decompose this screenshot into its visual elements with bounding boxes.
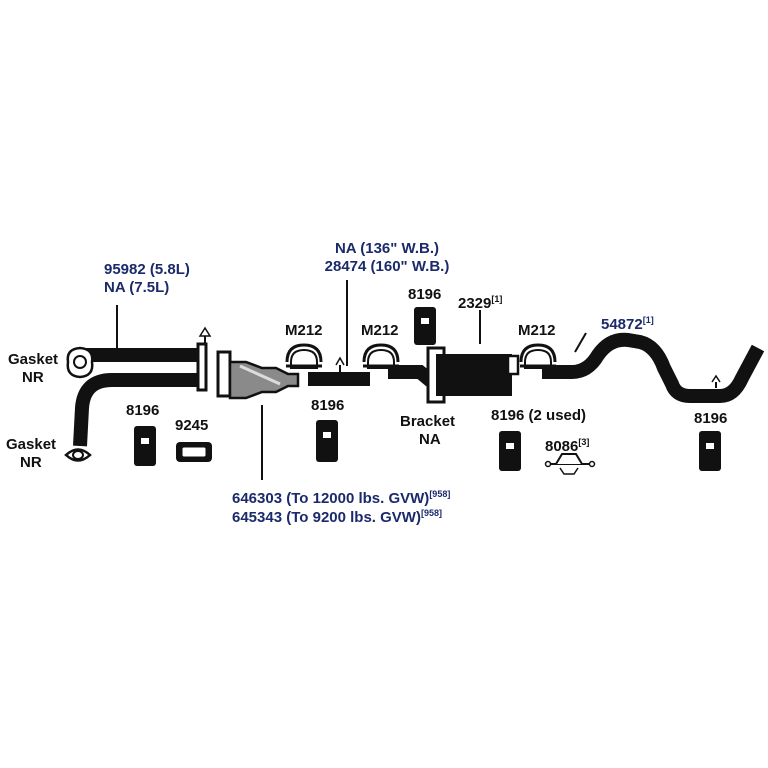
- label-54872: 54872[1]: [601, 312, 654, 333]
- label-54872-note: [1]: [642, 315, 654, 325]
- label-8196-right: 8196: [694, 410, 728, 427]
- hanger-8196-left: [134, 426, 156, 466]
- label-m212-middle: M212: [361, 322, 399, 339]
- label-646303-note: [958]: [429, 489, 451, 499]
- label-8086: 8086[3]: [545, 434, 589, 455]
- label-8086-text: 8086: [545, 438, 579, 455]
- label-8086-note: [3]: [578, 437, 590, 447]
- intermediate-pipe-28474: [308, 356, 370, 386]
- clamp-m212-right: [519, 343, 557, 369]
- label-2329-text: 2329: [458, 295, 492, 312]
- label-gasket-top: Gasket: [8, 351, 59, 368]
- label-645343: 645343 (To 9200 lbs. GVW)[958]: [232, 505, 442, 526]
- label-m212-right: M212: [518, 322, 556, 339]
- label-gasket-bottom: Gasket: [6, 436, 57, 453]
- label-nr-bottom: NR: [20, 454, 42, 471]
- label-645343-text: 645343 (To 9200 lbs. GVW): [232, 509, 421, 526]
- clamp-m212-left: [285, 343, 323, 369]
- muffler-2329: [388, 346, 520, 404]
- label-nr-top: NR: [22, 369, 44, 386]
- label-m212-left: M212: [285, 322, 323, 339]
- label-8196-mid: 8196: [311, 397, 345, 414]
- label-28474: 28474 (160" W.B.): [324, 258, 450, 275]
- label-95982: 95982 (5.8L): [104, 261, 190, 278]
- hanger-8196-right: [699, 431, 721, 471]
- gasket-bottom-shape: [64, 448, 92, 462]
- label-8196-top: 8196: [408, 286, 442, 303]
- leader-lines: [116, 280, 587, 480]
- label-na-136-wb: NA (136" W.B.): [334, 240, 440, 257]
- hanger-8196-2used: [499, 431, 521, 471]
- catalytic-converter-646303: [216, 350, 300, 400]
- label-8196-left: 8196: [126, 402, 160, 419]
- label-bracket: Bracket: [400, 413, 456, 430]
- label-bracket-na: NA: [419, 431, 441, 448]
- label-2329-note: [1]: [491, 294, 503, 304]
- hanger-9245: [176, 442, 212, 462]
- label-2329: 2329[1]: [458, 291, 502, 312]
- label-645343-note: [958]: [420, 508, 442, 518]
- label-646303: 646303 (To 12000 lbs. GVW)[958]: [232, 486, 450, 507]
- hanger-8196-mid: [316, 420, 338, 462]
- label-646303-text: 646303 (To 12000 lbs. GVW): [232, 490, 430, 507]
- label-8196-2-used: 8196 (2 used): [491, 407, 587, 424]
- tail-pipe-54872: [542, 332, 765, 403]
- label-54872-text: 54872: [601, 316, 643, 333]
- label-9245: 9245: [175, 417, 209, 434]
- label-na-75l: NA (7.5L): [104, 279, 170, 296]
- hanger-8196-top: [414, 307, 436, 345]
- gasket-top-shape: [66, 346, 94, 379]
- front-pipe-95982: [73, 326, 212, 447]
- clamp-m212-middle: [362, 343, 400, 369]
- bracket-8086: [544, 453, 596, 475]
